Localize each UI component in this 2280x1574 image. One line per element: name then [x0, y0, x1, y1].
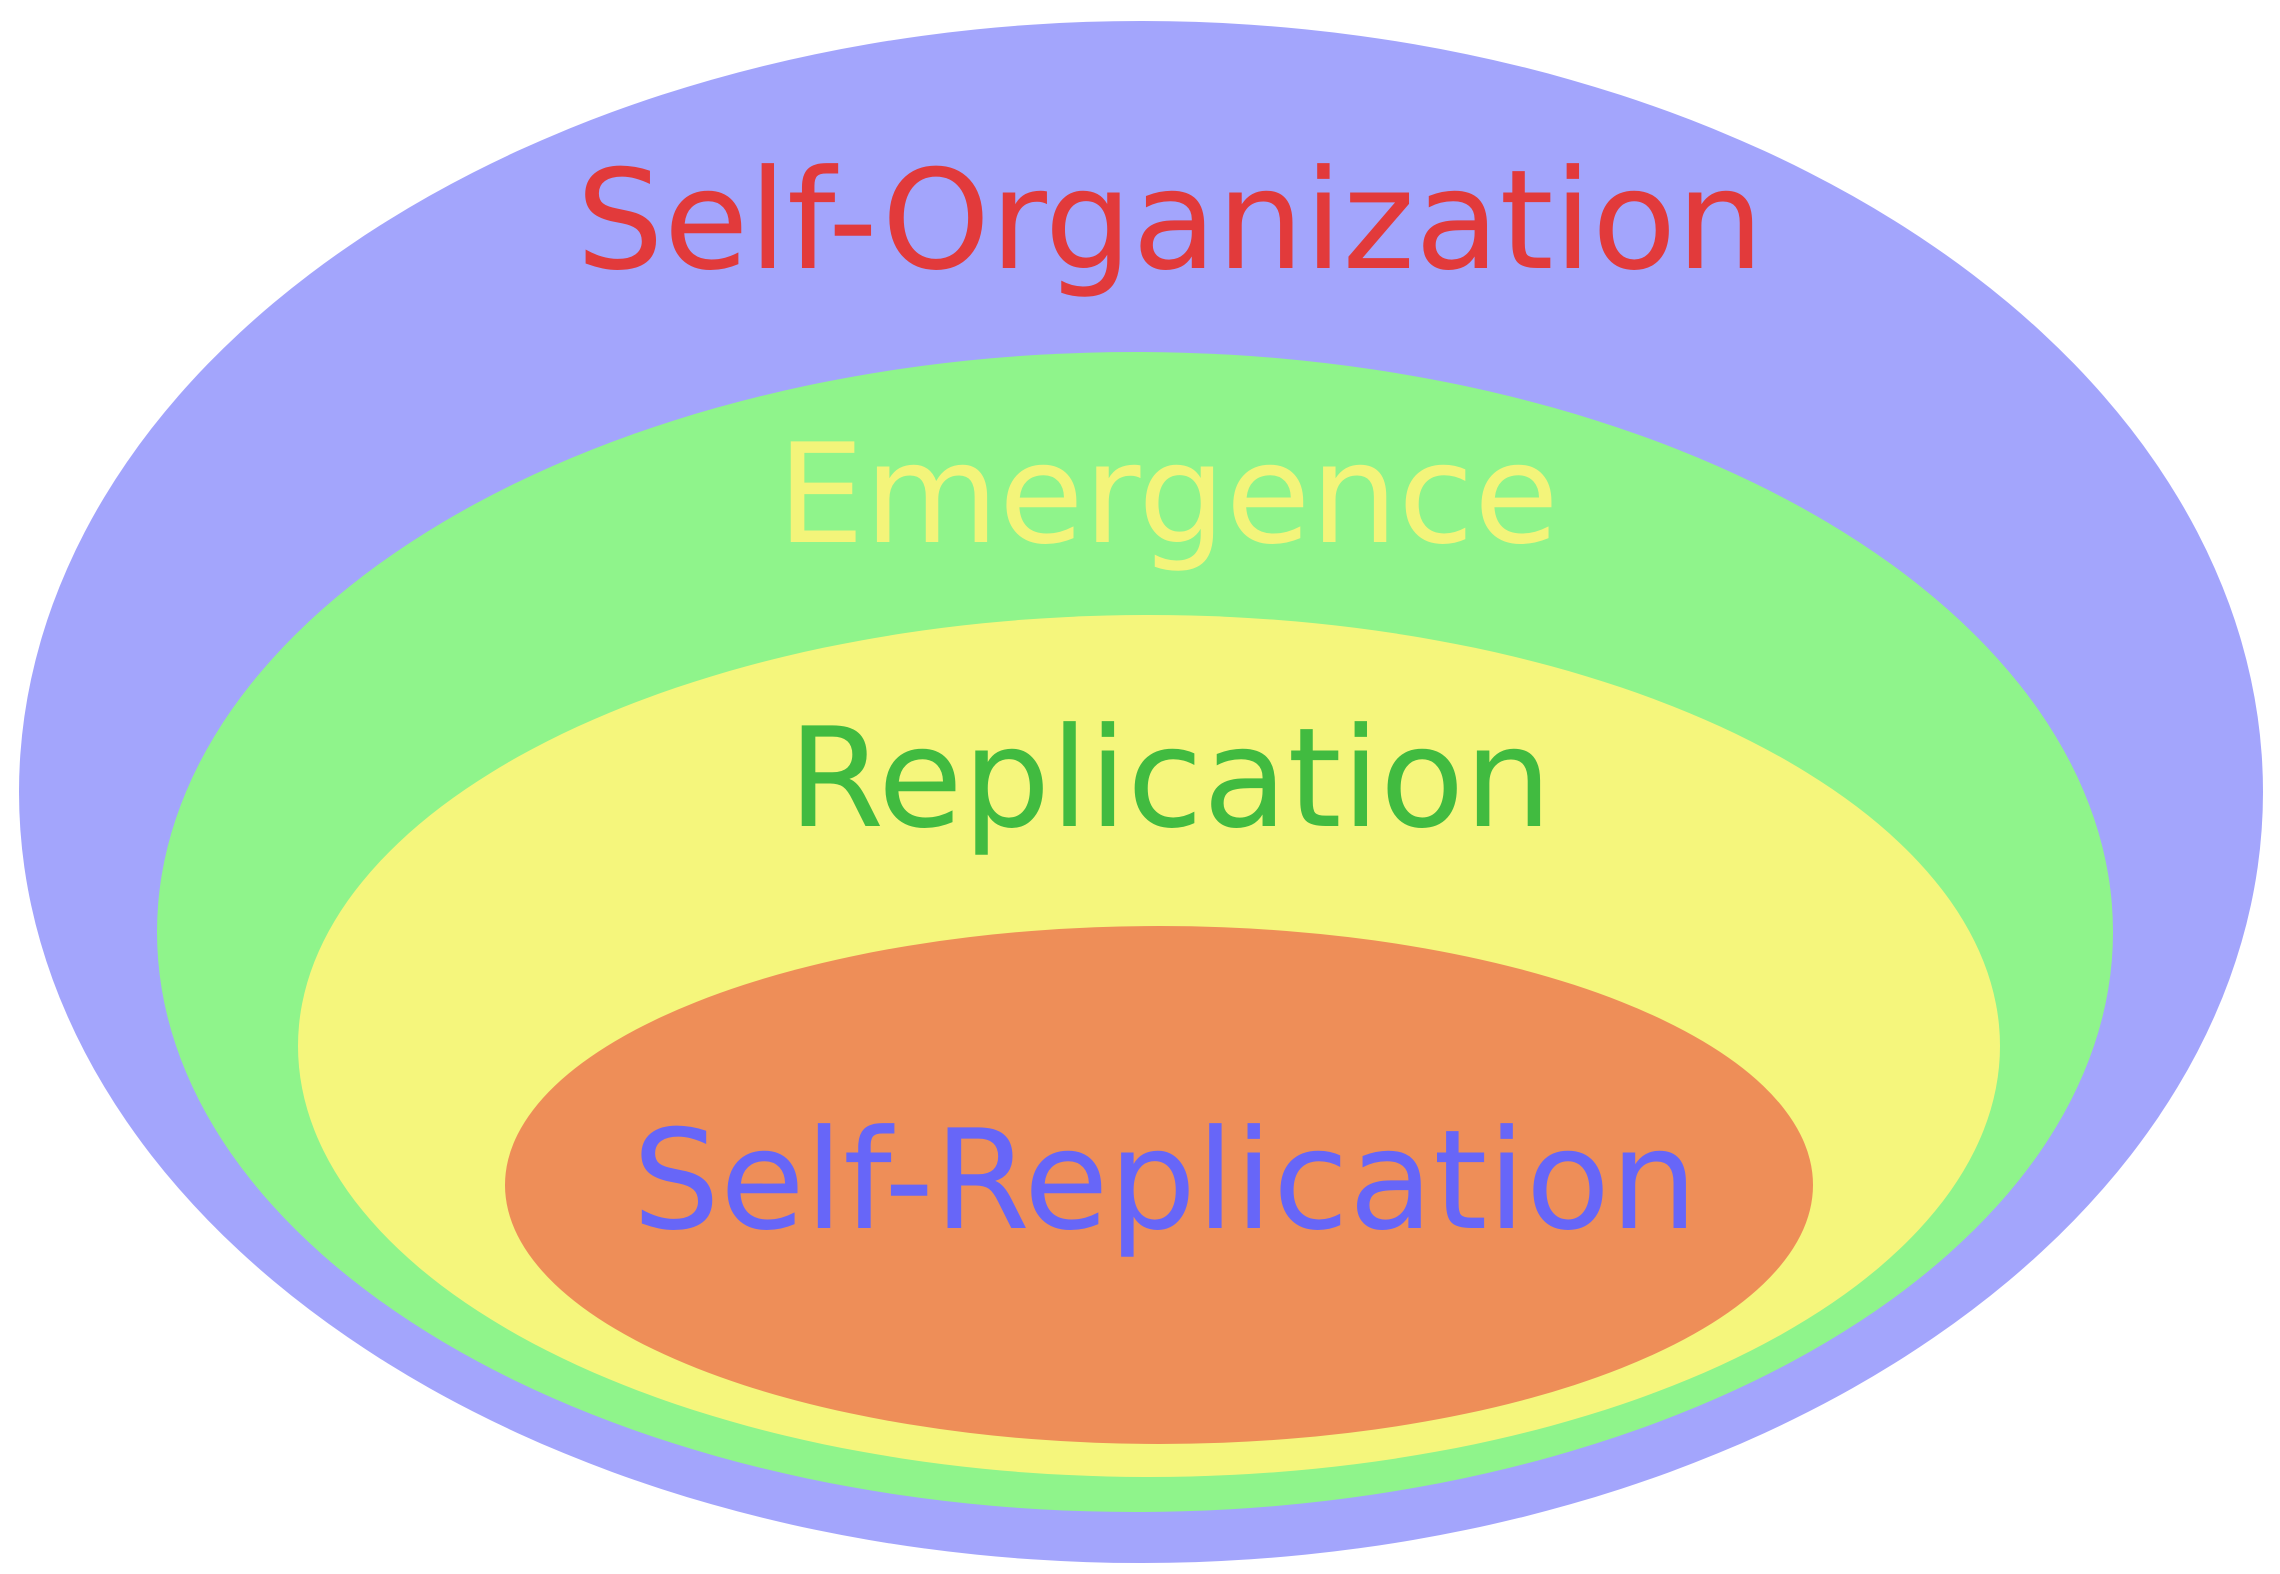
- replication-label: Replication: [788, 698, 1552, 859]
- emergence-label: Emergence: [777, 414, 1559, 575]
- self-replication-label: Self-Replication: [632, 1100, 1697, 1261]
- self-organization-label: Self-Organization: [576, 140, 1764, 301]
- layer-self-replication: Self-Replication: [505, 926, 1813, 1444]
- self-replication-ellipse: [505, 926, 1813, 1444]
